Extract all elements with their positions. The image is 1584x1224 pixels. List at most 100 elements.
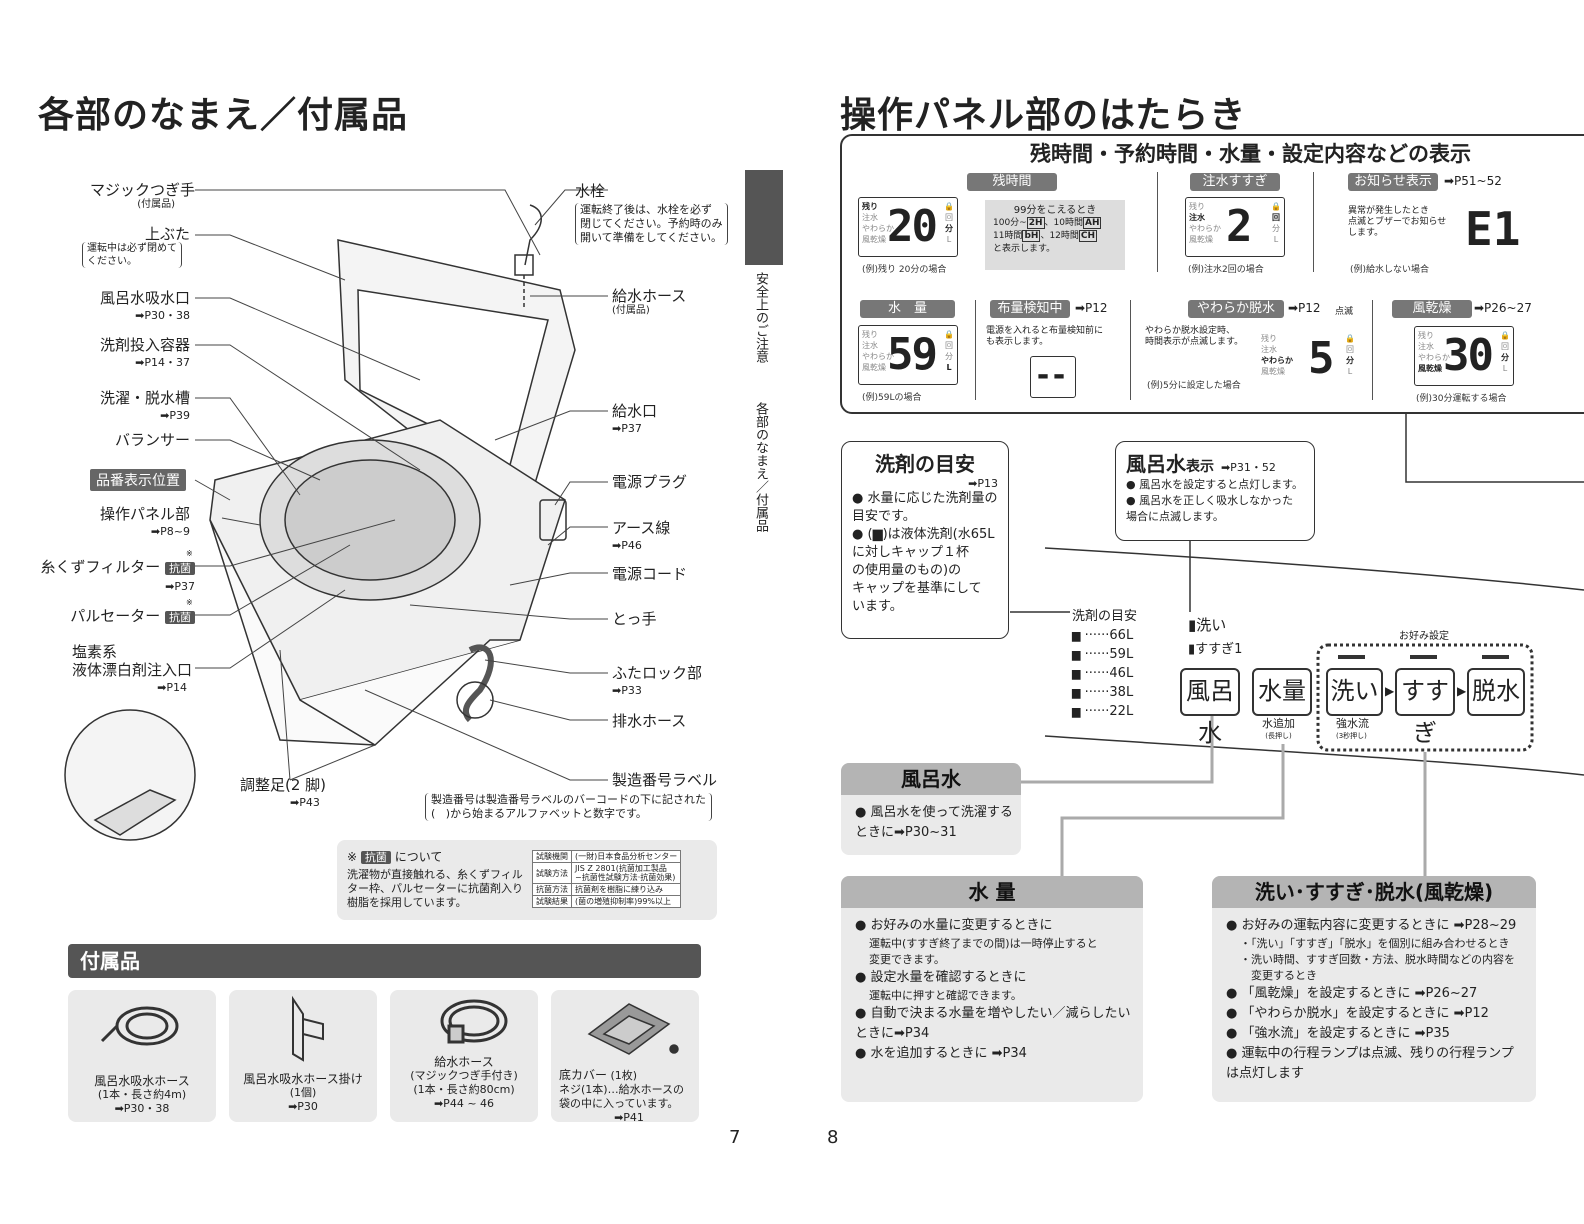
washer-illustration (64, 189, 608, 841)
side-tab-active (745, 170, 783, 265)
list-item: ● 「強水流」を設定するときに ➡P35 (1226, 1026, 1450, 1041)
accessory-supply-hose: 給水ホース (マジックつぎ手付き) (1本・長さ約80cm) ➡P44 ~ 46 (390, 990, 538, 1122)
soft-ref: ➡P12 (1288, 301, 1321, 315)
list-subitem: 運転中に押すと確認できます。 (869, 989, 1022, 1002)
label-detecting: 布量検知中 (990, 300, 1070, 318)
side-tab-label: 安全上のご注意 (753, 272, 768, 363)
label-lid: 上ぶた (144, 225, 190, 243)
accessory-bath-hose: 風呂水吸水ホース (1本・長さ約4m) ➡P30・38 (68, 990, 216, 1122)
label-balancer: バランサー (114, 431, 190, 449)
scale-row: ▆ ······46L (1072, 666, 1134, 681)
wash-button[interactable]: 洗い (1326, 668, 1383, 716)
label-tap: 水栓 (575, 182, 606, 200)
label-handle: とっ手 (612, 610, 657, 628)
list-item: ● 設定水量を確認するときに (855, 970, 1027, 985)
model-label-badge: 品番表示位置 (90, 469, 186, 491)
label-notice: お知らせ表示 (1348, 173, 1438, 191)
label-rinse: 注水すすぎ (1190, 173, 1280, 191)
label-bath-inlet: 風呂水吸水口➡P30・38 (99, 289, 190, 322)
label-water-level: 水 量 (860, 300, 955, 318)
wash-rinse-spin-box: 洗い･すすぎ･脱水(風乾燥) ● お好みの運転内容に変更するときに ➡P28~2… (1212, 876, 1536, 1102)
caption-rinse: (例)注水2回の場合 (1188, 265, 1264, 275)
soft-text: やわらか脱水設定時、 時間表示が点滅します。 (1145, 326, 1244, 347)
airdry-ref: ➡P26~27 (1474, 301, 1532, 315)
label-power-cord: 電源コード (612, 565, 688, 583)
label-magic-joint: マジックつぎ手(付属品) (89, 181, 195, 210)
strong-flow-label: 強水流(3秒押し) (1336, 717, 1369, 741)
antibac-row: 抗菌方法抗菌剤を樹脂に練り込み (532, 883, 682, 896)
filter-star: ※ (186, 549, 193, 558)
label-supply-hose: 給水ホース(付属品) (612, 287, 687, 316)
pulsator-star: ※ (186, 598, 193, 607)
label-pulsator: パルセーター 抗菌 (60, 607, 195, 627)
lamp-rinse: ▮すすぎ1 (1188, 642, 1243, 657)
lcd-detect: -- (1030, 356, 1076, 398)
label-earth-wire: アース線➡P46 (612, 519, 671, 552)
notice-ref: ➡P51~52 (1444, 174, 1502, 188)
list-subitem: ・「洗い」「すすぎ」「脱水」を個別に組み合わせるとき ・洗い時間、すすぎ回数・方… (1240, 937, 1515, 982)
label-soft-spin: やわらか脱水 (1188, 300, 1284, 318)
label-bleach-inlet: 塩素系液体漂白剤注入口➡P14 (72, 643, 193, 694)
label-lid-lock: ふたロック部➡P33 (612, 664, 703, 697)
list-item: ● お好みの水量に変更するときに (855, 918, 1053, 933)
lamp-wash: ▮洗い (1188, 616, 1227, 634)
water-level-button[interactable]: 水量 (1252, 668, 1312, 716)
label-serial: 製造番号ラベル (612, 771, 718, 789)
antibacterial-info: ※ 抗菌 について 洗濯物が直接触れる、糸くずフィル ター枠、パルセーターに抗菌… (337, 840, 717, 920)
detect-text: 電源を入れると布量検知前に も表示します。 (986, 326, 1104, 347)
list-item: ● 「やわらか脱水」を設定するときに ➡P12 (1226, 1006, 1489, 1021)
list-item: ● お好みの運転内容に変更するときに ➡P28~29 (1226, 918, 1517, 933)
detergent-scale: 洗剤の目安 ▆ ······66L▆ ······59L▆ ······46L▆… (1072, 609, 1138, 719)
soft-blink: 点滅 (1335, 307, 1354, 317)
caption-airdry: (例)30分運転する場合 (1416, 394, 1507, 404)
arrow-1: ▶ (1385, 684, 1395, 698)
page-number-right: 8 (827, 1127, 839, 1148)
caption-notice: (例)給水しない場合 (1350, 265, 1430, 275)
display-title: 残時間・予約時間・水量・設定内容などの表示 (1030, 142, 1471, 166)
accessory-hose-hanger: 風呂水吸水ホース掛け (1個) ➡P30 (229, 990, 377, 1122)
label-lint-filter: 糸くずフィルター 抗菌➡P37 (40, 558, 195, 593)
detect-ref: ➡P12 (1075, 301, 1108, 315)
rinse-button[interactable]: すすぎ (1395, 668, 1455, 747)
bath-indicator-box: 風呂水表示 ➡P31・52 ● 風呂水を設定すると点灯します。 ● 風呂水を正し… (1115, 441, 1315, 541)
label-detergent-box: 洗剤投入容器➡P14・37 (99, 336, 190, 369)
notice-text: 異常が発生したとき 点滅とブザーでお知らせ します。 (1348, 206, 1447, 238)
lid-note: 運転中は必ず閉めて ください。 (82, 242, 182, 268)
page-title-left: 各部のなまえ／付属品 (38, 95, 409, 136)
notice-digits: E1 (1465, 202, 1521, 256)
scale-row: ▆ ······22L (1072, 704, 1134, 719)
antibac-row: 試験機関(一財)日本食品分析センター (532, 850, 682, 863)
display-panel (840, 134, 1584, 414)
lcd-side-labels: 残り注水やわらか風乾燥 (862, 202, 894, 244)
page-title-right: 操作パネル部のはたらき (840, 95, 1247, 136)
spin-button[interactable]: 脱水 (1467, 668, 1525, 716)
detergent-guide-box: 洗剤の目安 ➡P13 ● 水量に応じた洗剤量の 目安です。 ● (▆)は液体洗剤… (841, 441, 1009, 639)
page-number-left: 7 (729, 1127, 741, 1148)
accessory-bottom-cover: 底カバー (1枚) ネジ(1本)…給水ホースの 袋の中に入っています。 ➡P41 (551, 990, 699, 1124)
list-subitem: 運転中(すすぎ終了までの間)は一時停止すると 変更できます。 (869, 937, 1098, 966)
serial-note: 製造番号は製造番号ラベルのバーコードの下に記された ( )から始まるアルファベッ… (425, 793, 712, 821)
favorite-settings-label: お好み設定 (1395, 627, 1453, 642)
list-item: ● 水を追加するときに ➡P34 (855, 1046, 1027, 1061)
label-supply-inlet: 給水口➡P37 (612, 402, 658, 435)
label-tub: 洗濯・脱水槽➡P39 (99, 389, 190, 422)
label-control-panel: 操作パネル部➡P8~9 (99, 505, 190, 538)
label-air-dry: 風乾燥 (1392, 300, 1472, 318)
bath-water-button[interactable]: 風呂水 (1180, 668, 1240, 747)
caption-soft: (例)5分に設定した場合 (1147, 381, 1241, 391)
scale-row: ▆ ······66L (1072, 628, 1134, 643)
label-power-plug: 電源プラグ (612, 473, 688, 491)
caption-water: (例)59Lの場合 (862, 393, 922, 403)
scale-row: ▆ ······59L (1072, 647, 1134, 662)
label-feet: 調整足(2 脚)➡P43 (240, 776, 327, 809)
label-remaining-time: 残時間 (967, 173, 1057, 191)
list-item: ● 自動で決まる水量を増やしたい／減らしたい ときに➡P34 (855, 1006, 1131, 1041)
